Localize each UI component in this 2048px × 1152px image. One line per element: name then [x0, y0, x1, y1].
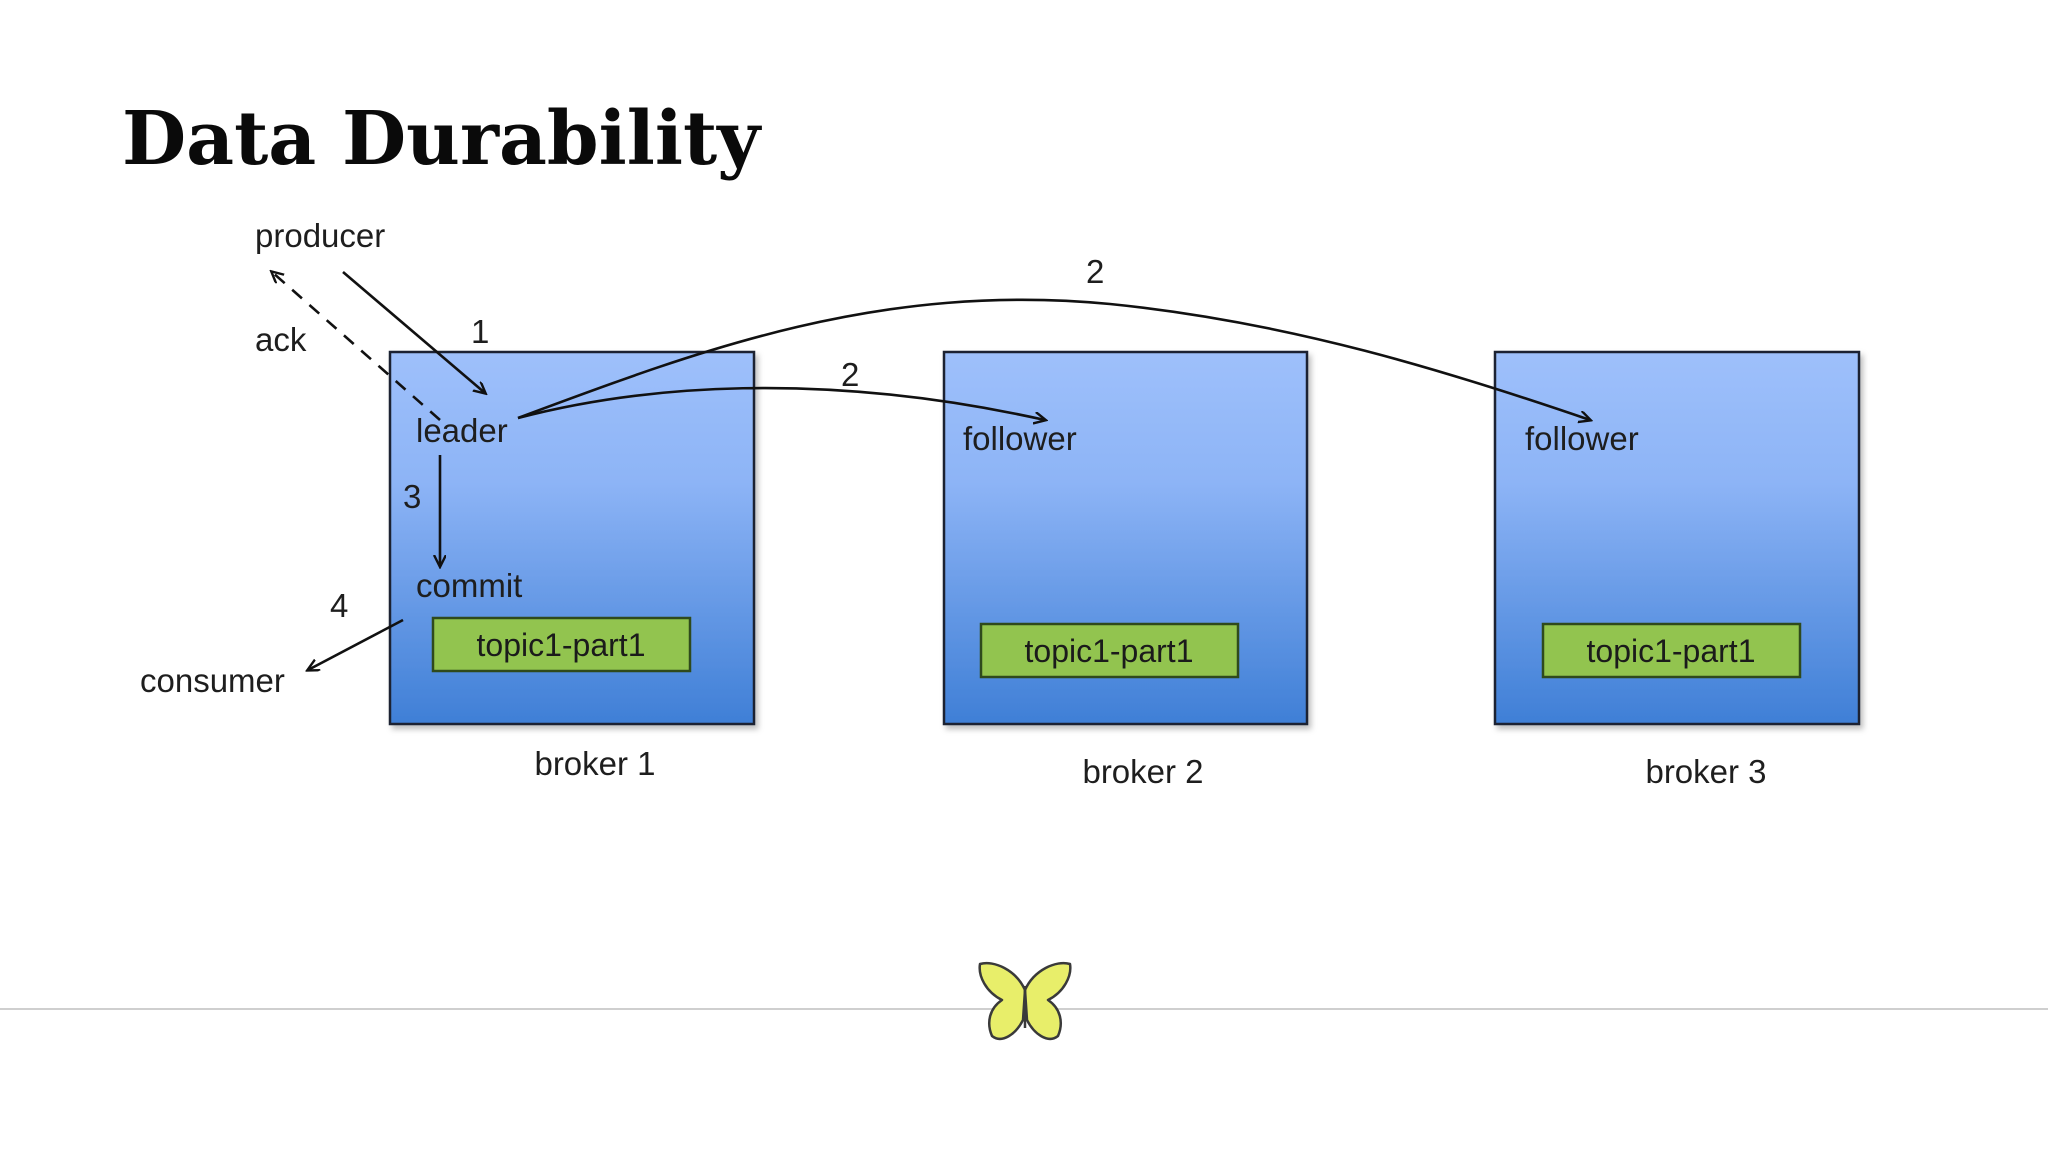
broker-2-partition-label: topic1-part1: [1025, 633, 1194, 669]
ack-arrow: [272, 272, 441, 421]
step-2-label-short: 2: [841, 356, 859, 393]
replicate-arrow-broker-2: [517, 386, 1045, 420]
step-1-label: 1: [471, 313, 489, 350]
leader-label: leader: [416, 412, 508, 449]
broker-3-partition-box: [1541, 622, 1802, 679]
step-4-label: 4: [330, 587, 348, 624]
producer-label: producer: [255, 217, 385, 254]
consumer-label: consumer: [140, 662, 285, 699]
butterfly-icon: [978, 961, 1072, 1041]
slide-title: Data Durability: [122, 96, 761, 182]
consume-arrow: [308, 618, 404, 670]
follower-label-broker-3: follower: [1525, 420, 1639, 457]
broker-3-partition-label: topic1-part1: [1587, 633, 1756, 669]
replicate-arrow-broker-3: [517, 298, 1590, 420]
follower-label-broker-2: follower: [963, 420, 1077, 457]
step-3-label: 3: [403, 478, 421, 515]
broker-3-label: broker 3: [1645, 753, 1766, 790]
broker-1-partition-box: [431, 616, 692, 673]
broker-1-partition-label: topic1-part1: [477, 627, 646, 663]
commit-label: commit: [416, 567, 522, 604]
produce-arrow: [342, 271, 485, 393]
ack-label: ack: [255, 321, 307, 358]
step-2-label-long: 2: [1086, 253, 1104, 290]
broker-2-label: broker 2: [1082, 753, 1203, 790]
broker-2-partition-box: [979, 622, 1240, 679]
broker-1-label: broker 1: [534, 745, 655, 782]
